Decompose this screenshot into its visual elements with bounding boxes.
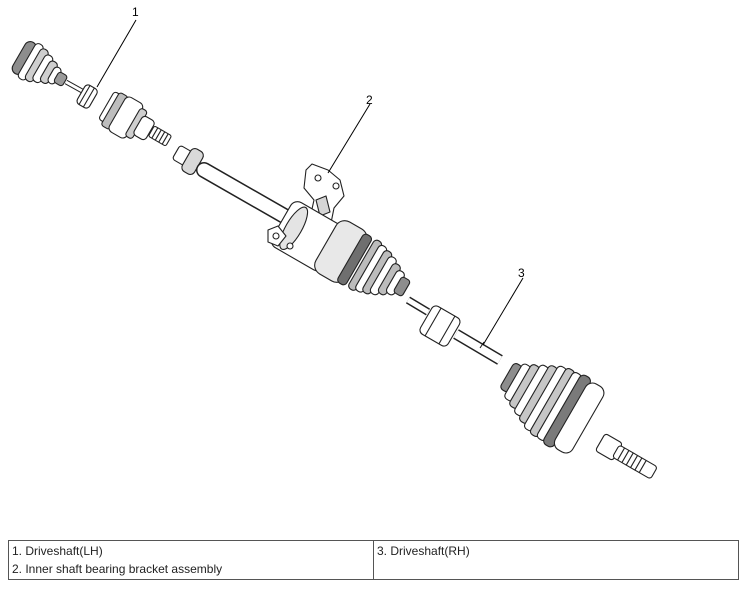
callout-1: 1 — [132, 5, 139, 19]
driveshaft-lh — [11, 41, 172, 147]
driveshaft-exploded-diagram: 1 2 3 — [11, 5, 657, 479]
callout-leader-3 — [482, 277, 524, 346]
callout-3: 3 — [518, 266, 525, 280]
legend-item-driveshaft-rh: 3. Driveshaft(RH) — [377, 544, 470, 558]
callout-leader-1 — [96, 19, 137, 88]
legend-item-driveshaft-lh: 1. Driveshaft(LH) — [12, 544, 103, 558]
legend-item-bearing-bracket: 2. Inner shaft bearing bracket assembly — [12, 562, 223, 576]
legend-column-right: 3. Driveshaft(RH) — [373, 540, 739, 580]
legend-row: 1. Driveshaft(LH) 2. Inner shaft bearing… — [8, 540, 739, 580]
parts-legend-table: 1. Driveshaft(LH) 2. Inner shaft bearing… — [8, 540, 739, 580]
legend-column-left: 1. Driveshaft(LH) 2. Inner shaft bearing… — [8, 540, 374, 580]
callout-2: 2 — [366, 93, 373, 107]
intermediate-shaft — [172, 145, 308, 233]
callout-leader-2 — [327, 103, 371, 174]
driveshaft-rh — [314, 220, 657, 479]
